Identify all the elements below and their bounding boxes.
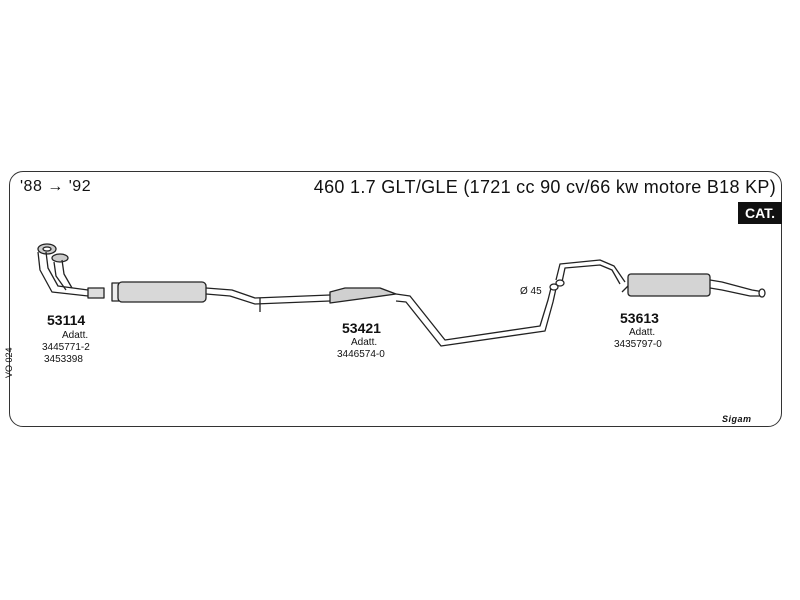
diameter-label: Ø 45 [520,286,542,297]
part-code-53114: 53114 [47,312,86,328]
part-ref-3445771-2: 3445771-2 [42,342,90,353]
rear-silencer-53613 [555,259,766,298]
part-note-53613: Adatt. [629,327,656,338]
part-ref-3435797-0: 3435797-0 [614,339,662,350]
brand-logo: Sigam [722,414,752,424]
side-code: VO 024 [4,347,14,378]
part-code-53421: 53421 [342,320,381,336]
model-title: 460 1.7 GLT/GLE (1721 cc 90 cv/66 kw mot… [313,177,776,197]
part-ref-3446574-0: 3446574-0 [337,349,385,360]
part-note-53421: Adatt. [351,337,378,348]
year-range: '88 → '92 [20,178,92,195]
front-pipe-53114 [37,243,105,299]
part-ref-3453398: 3453398 [44,354,83,365]
part-note-53114: Adatt. [62,330,89,341]
middle-pipe-53421 [111,281,559,347]
cat-badge: CAT. [738,202,782,224]
diagram-frame [9,171,782,427]
part-code-53613: 53613 [620,310,659,326]
